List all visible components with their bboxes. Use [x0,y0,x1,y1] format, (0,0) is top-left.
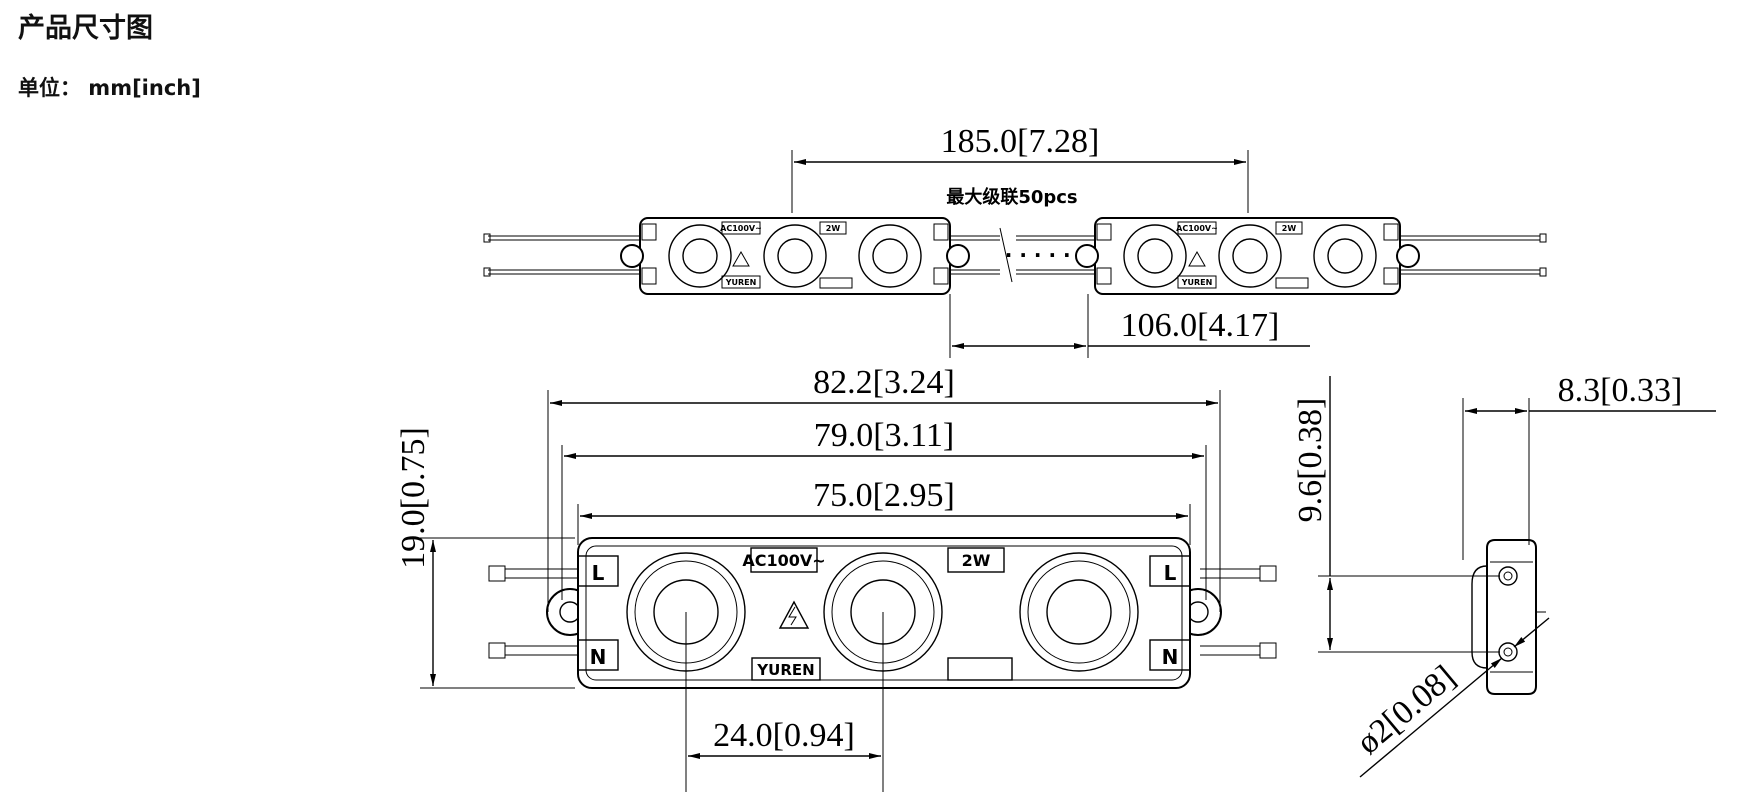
dim-side-depth: 8.3[0.33] [1558,372,1683,409]
dim-hole-diameter: ø2[0.08] [1350,658,1463,761]
warning-icon [778,600,810,629]
label-voltage: AC100V~ [742,551,825,570]
front-view: AC100V~ 2W YUREN L N L N 82.2[3.24] 79.0… [395,364,1277,792]
label-power: 2W [962,551,991,570]
dim-side-height: 9.6[0.38] [1292,398,1329,523]
terminal-n-left: N [590,645,607,669]
dim-module-pitch: 106.0[4.17] [1121,307,1280,344]
label-brand: YUREN [756,661,814,679]
terminal-n-right: N [1162,645,1179,669]
label-brand-small-2: YUREN [1181,278,1213,287]
dim-overall-length: 82.2[3.24] [813,364,955,401]
terminal-l-right: L [1164,561,1177,585]
unit-label: 单位： mm[inch] [18,76,201,100]
chain-view: AC100V~ 2W YUREN · · · · · · AC100V~ 2W [483,123,1547,358]
terminal-l-left: L [592,561,605,585]
label-power-small-2: 2W [1282,224,1297,233]
dim-mount-length: 79.0[3.11] [814,417,954,454]
label-power-small-1: 2W [826,224,841,233]
chain-note: 最大级联50pcs [946,186,1077,208]
dim-body-length: 75.0[2.95] [813,477,955,514]
dim-chain-length: 185.0[7.28] [941,123,1100,160]
chain-dots: · · · · · · [1005,243,1085,267]
dim-lens-pitch: 24.0[0.94] [713,717,855,754]
side-view: 8.3[0.33] 9.6[0.38] ø2[0.08] [1292,372,1716,778]
dim-height: 19.0[0.75] [395,427,432,569]
chain-module-1: AC100V~ 2W YUREN [620,217,970,295]
label-voltage-small-2: AC100V~ [1176,224,1218,233]
label-brand-small-1: YUREN [725,278,757,287]
page-title: 产品尺寸图 [18,13,153,44]
label-voltage-small-1: AC100V~ [720,224,762,233]
chain-module-2: AC100V~ 2W YUREN [1075,217,1420,295]
